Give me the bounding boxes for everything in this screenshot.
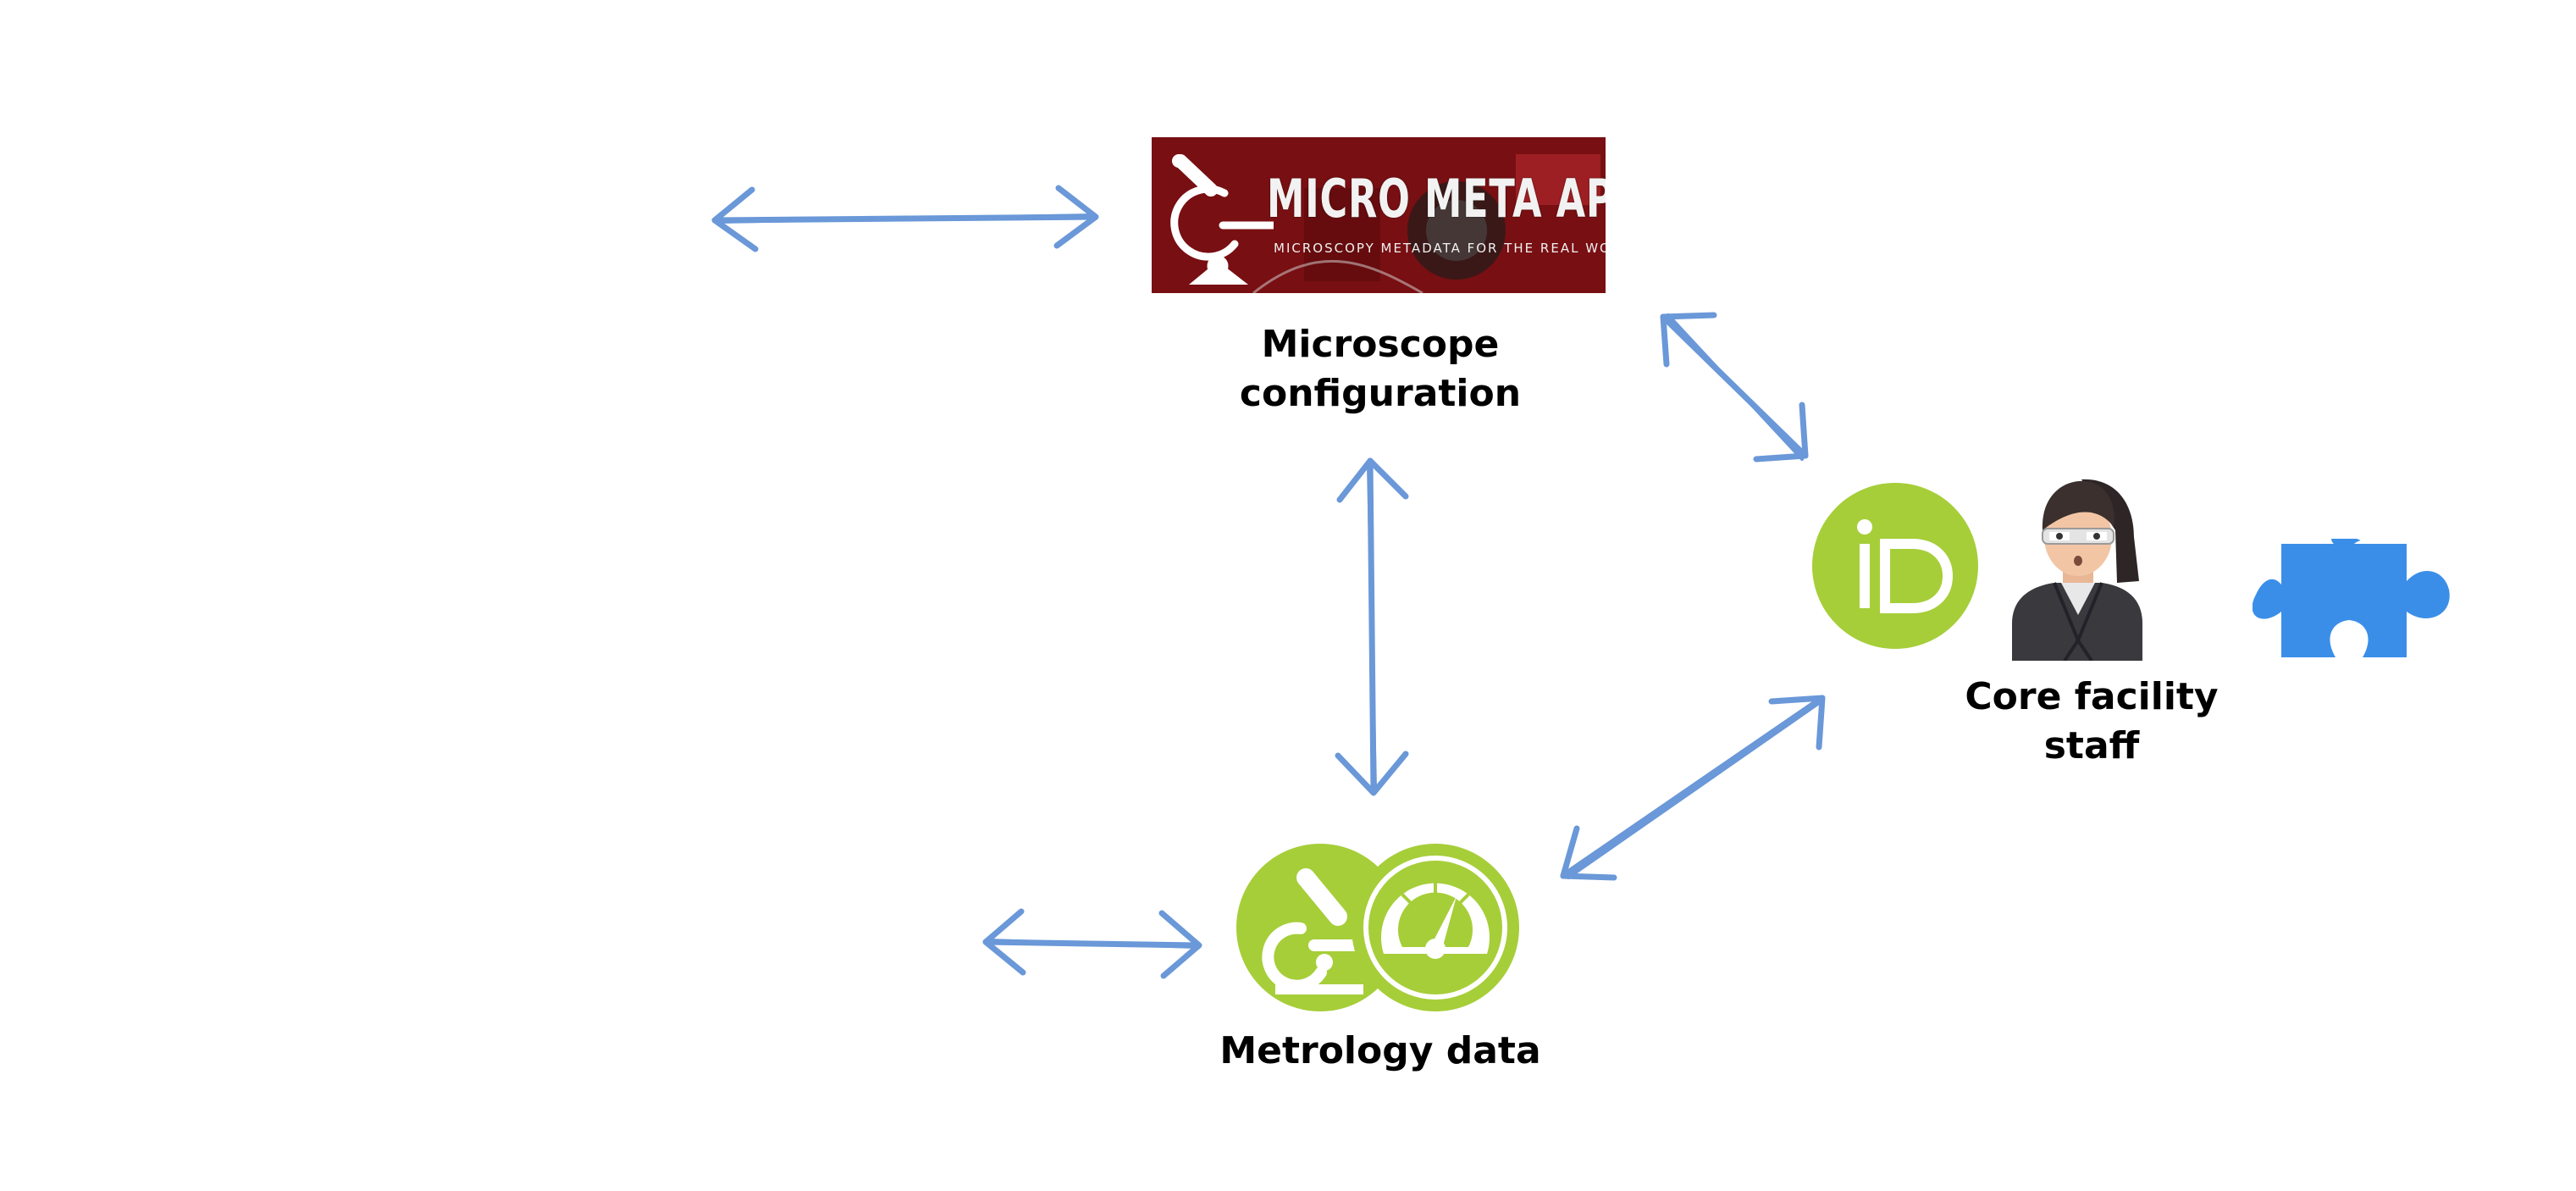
gauge-badge-icon (1352, 844, 1519, 1011)
arrow-left-banner (711, 185, 1099, 252)
orcid-id-icon (1812, 483, 1978, 649)
staff-person-icon (2012, 479, 2142, 661)
microscope-configuration-label: Microscope configuration (1169, 320, 1592, 418)
micro-meta-app-banner: MICRO META APP MICROSCOPY METADATA FOR T… (1152, 137, 1606, 293)
arrow-left-metrology (982, 908, 1202, 979)
metrology-data-label: Metrology data (1219, 1029, 1541, 1072)
banner-title: MICRO META APP (1267, 168, 1606, 230)
arrow-metrology-staff (1560, 695, 1826, 881)
microscope-configuration-line2: configuration (1239, 372, 1522, 415)
arrow-config-metrology (1335, 457, 1409, 796)
puzzle-piece-icon (2253, 539, 2450, 657)
core-facility-line2: staff (2043, 724, 2140, 767)
core-facility-line1: Core facility (1965, 675, 2219, 718)
microscope-badge-icon (1236, 844, 1404, 1011)
microscope-configuration-line1: Microscope (1261, 323, 1500, 366)
banner-tagline: MICROSCOPY METADATA FOR THE REAL WORLD (1274, 241, 1606, 256)
arrow-banner-staff (1660, 312, 1809, 463)
microscope-logo-icon (1170, 154, 1274, 285)
core-facility-staff-label: Core facility staff (1922, 673, 2261, 771)
banner-background (1152, 137, 1606, 293)
